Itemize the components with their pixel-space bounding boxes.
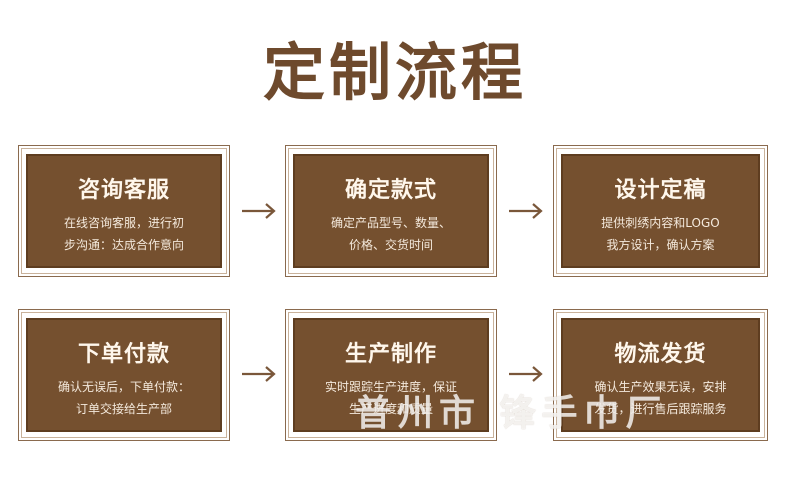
step-heading: 咨询客服 <box>77 178 170 203</box>
card-panel: 生产制作 实时跟踪生产进度，保证 生产进度和质量 <box>293 318 489 432</box>
page-title: 定制流程 <box>262 36 527 109</box>
step-desc: 提供刺绣内容和LOGO 我方设计，确认方案 <box>563 212 758 256</box>
card-panel: 确定款式 确定产品型号、数量、 价格、交货时间 <box>293 154 489 268</box>
watermark: 普州市 锋手巾厂 <box>355 393 668 434</box>
step-desc-line: 确认生产效果无误，安排 <box>594 380 727 394</box>
step-card-1: 咨询客服 在线咨询客服，进行初 步沟通：达成合作意向 <box>18 145 230 277</box>
card-frame-inner <box>288 148 494 274</box>
step-desc-line: 发货，进行售后跟踪服务 <box>594 402 727 416</box>
card-frame-inner <box>21 148 227 274</box>
card-frame <box>18 145 230 277</box>
step-card-3: 设计定稿 提供刺绣内容和LOGO 我方设计，确认方案 <box>553 145 768 277</box>
step-heading: 物流发货 <box>614 342 707 367</box>
step-desc: 确认生产效果无误，安排 发货，进行售后跟踪服务 <box>563 376 758 420</box>
step-heading: 下单付款 <box>77 342 170 367</box>
arrow-right-icon <box>241 365 277 383</box>
step-card-2: 确定款式 确定产品型号、数量、 价格、交货时间 <box>285 145 497 277</box>
step-desc-line: 步沟通：达成合作意向 <box>63 238 184 252</box>
step-desc-line: 确定产品型号、数量、 <box>330 216 451 230</box>
step-desc-line: 在线咨询客服，进行初 <box>63 216 184 230</box>
step-desc-line: 我方设计，确认方案 <box>606 238 715 252</box>
card-frame <box>553 309 768 441</box>
step-card-6: 物流发货 确认生产效果无误，安排 发货，进行售后跟踪服务 <box>553 309 768 441</box>
card-frame-inner <box>21 312 227 438</box>
step-desc-line: 实时跟踪生产进度，保证 <box>324 380 457 394</box>
step-card-4: 下单付款 确认无误后，下单付款： 订单交接给生产部 <box>18 309 230 441</box>
step-card-5: 生产制作 实时跟踪生产进度，保证 生产进度和质量 <box>285 309 497 441</box>
arrow-right-icon <box>508 365 544 383</box>
step-heading: 确定款式 <box>344 178 437 203</box>
step-heading: 设计定稿 <box>614 178 707 203</box>
step-desc-line: 提供刺绣内容和LOGO <box>601 216 720 230</box>
card-frame-inner <box>556 148 765 274</box>
step-desc-line: 生产进度和质量 <box>348 402 433 416</box>
card-panel: 物流发货 确认生产效果无误，安排 发货，进行售后跟踪服务 <box>561 318 760 432</box>
step-desc-line: 订单交接给生产部 <box>75 402 172 416</box>
card-panel: 下单付款 确认无误后，下单付款： 订单交接给生产部 <box>26 318 222 432</box>
step-desc-line: 确认无误后，下单付款： <box>57 380 190 394</box>
arrow-right-icon <box>508 202 544 220</box>
step-heading: 生产制作 <box>344 342 437 367</box>
arrow-right-icon <box>241 202 277 220</box>
card-frame-inner <box>288 312 494 438</box>
step-desc: 在线咨询客服，进行初 步沟通：达成合作意向 <box>28 212 220 256</box>
step-desc-line: 价格、交货时间 <box>348 238 433 252</box>
card-panel: 咨询客服 在线咨询客服，进行初 步沟通：达成合作意向 <box>26 154 222 268</box>
step-desc: 实时跟踪生产进度，保证 生产进度和质量 <box>295 376 487 420</box>
card-frame <box>285 145 497 277</box>
card-panel: 设计定稿 提供刺绣内容和LOGO 我方设计，确认方案 <box>561 154 760 268</box>
card-frame <box>285 309 497 441</box>
card-frame <box>553 145 768 277</box>
card-frame <box>18 309 230 441</box>
card-frame-inner <box>556 312 765 438</box>
step-desc: 确定产品型号、数量、 价格、交货时间 <box>295 212 487 256</box>
step-desc: 确认无误后，下单付款： 订单交接给生产部 <box>28 376 220 420</box>
